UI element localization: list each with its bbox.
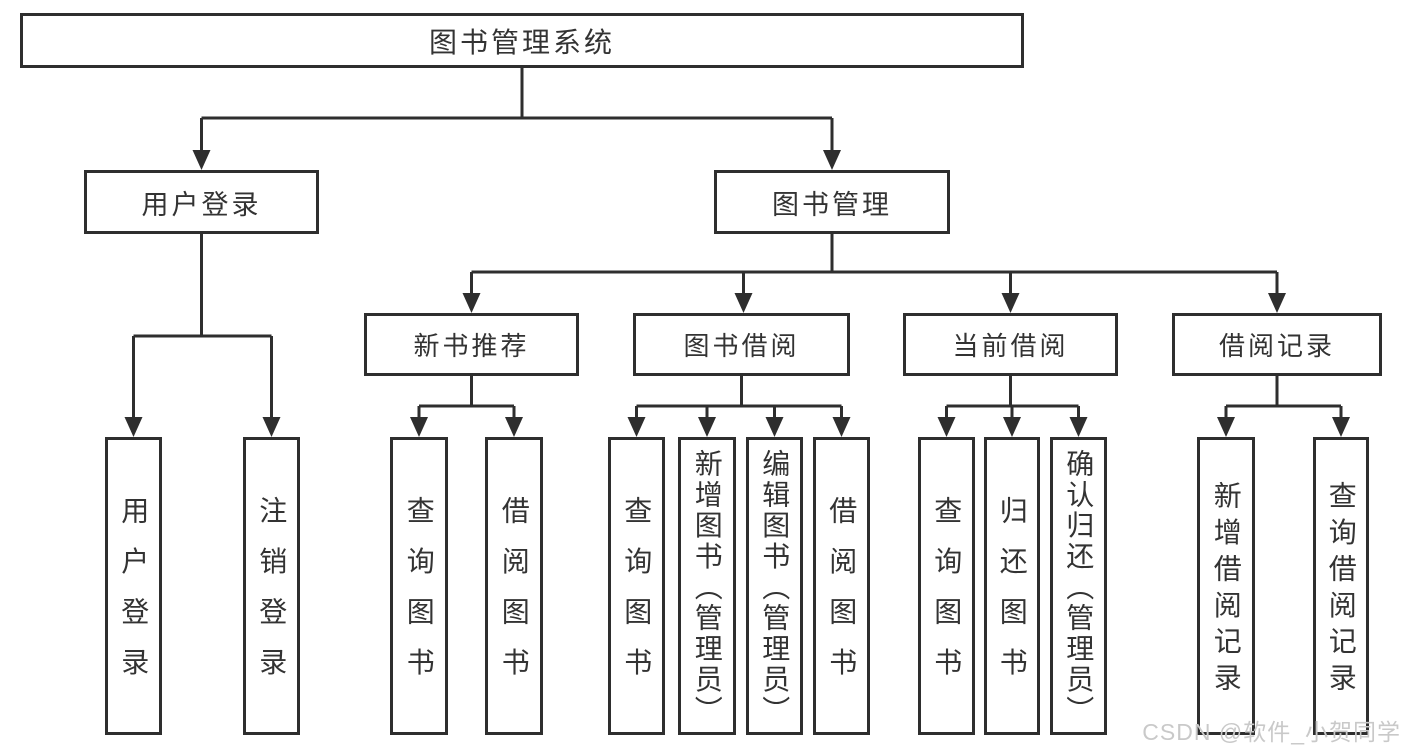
leaf-label: 新增图书（管理员） xyxy=(691,448,723,726)
node-label: 图书管理 xyxy=(772,189,892,220)
leaf-return-books: 归还图书 xyxy=(984,437,1040,735)
node-new-book-recommendation: 新书推荐 xyxy=(364,313,579,376)
leaf-label: 查询图书 xyxy=(931,496,963,698)
leaf-query-books-recommend: 查询图书 xyxy=(390,437,448,735)
leaf-query-books-borrow: 查询图书 xyxy=(608,437,665,735)
leaf-query-books-current: 查询图书 xyxy=(918,437,975,735)
leaf-label: 查询借阅记录 xyxy=(1325,480,1357,700)
node-label: 图书管理系统 xyxy=(428,26,615,58)
node-label: 图书借阅 xyxy=(683,331,800,361)
leaf-logout: 注销登录 xyxy=(243,437,300,735)
node-label: 借阅记录 xyxy=(1218,331,1335,361)
leaf-add-book-admin: 新增图书（管理员） xyxy=(678,437,736,735)
csdn-watermark: CSDN @软件_小贺同学 xyxy=(1142,719,1401,745)
node-borrowing-records: 借阅记录 xyxy=(1172,313,1382,376)
leaf-label: 编辑图书（管理员） xyxy=(759,448,791,726)
leaf-borrow-books-recommend: 借阅图书 xyxy=(485,437,543,735)
connector-path xyxy=(132,68,1343,424)
leaf-confirm-return-admin: 确认归还（管理员） xyxy=(1050,437,1107,735)
leaf-label: 用户登录 xyxy=(118,496,150,698)
leaf-label: 新增借阅记录 xyxy=(1210,480,1242,700)
leaf-borrow-books: 借阅图书 xyxy=(813,437,870,735)
leaf-label: 确认归还（管理员） xyxy=(1063,448,1095,726)
leaf-add-borrow-record: 新增借阅记录 xyxy=(1197,437,1255,735)
node-book-borrowing: 图书借阅 xyxy=(633,313,850,376)
node-user-login: 用户登录 xyxy=(84,170,319,234)
leaf-label: 查询图书 xyxy=(403,496,435,698)
leaf-label: 借阅图书 xyxy=(826,496,858,698)
node-current-borrowing: 当前借阅 xyxy=(903,313,1118,376)
node-label: 新书推荐 xyxy=(413,331,530,361)
leaf-user-login: 用户登录 xyxy=(105,437,162,735)
node-library-management-system: 图书管理系统 xyxy=(20,13,1024,68)
leaf-label: 归还图书 xyxy=(996,496,1028,698)
leaf-edit-book-admin: 编辑图书（管理员） xyxy=(746,437,803,735)
node-book-management: 图书管理 xyxy=(714,170,950,234)
arrowheads xyxy=(124,150,1350,437)
node-label: 用户登录 xyxy=(141,189,262,220)
leaf-query-borrow-record: 查询借阅记录 xyxy=(1313,437,1369,735)
leaf-label: 注销登录 xyxy=(256,496,288,698)
leaf-label: 借阅图书 xyxy=(498,496,530,698)
node-label: 当前借阅 xyxy=(952,331,1069,361)
leaf-label: 查询图书 xyxy=(621,496,653,698)
